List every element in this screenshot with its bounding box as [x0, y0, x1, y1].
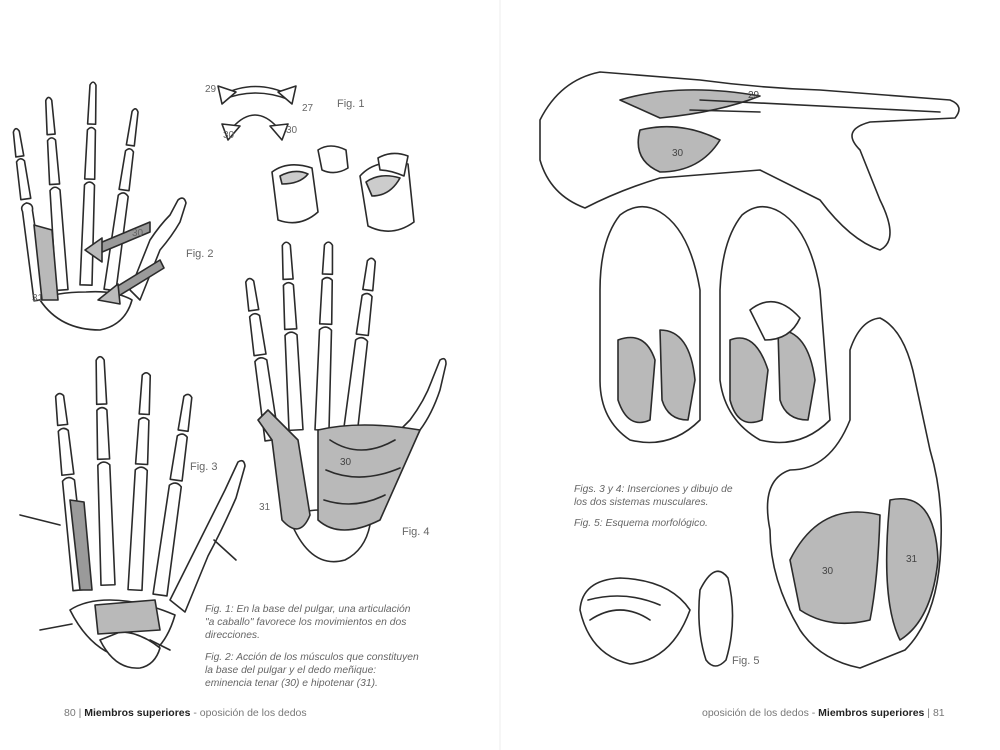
fig3-label: Fig. 3 — [190, 461, 218, 473]
right-footer-separator: | — [927, 707, 931, 719]
right-footer-section: Miembros superiores — [818, 707, 925, 719]
caption-fig1: Fig. 1: En la base del pulgar, una artic… — [205, 604, 411, 642]
fig1-saddle-joint — [217, 85, 415, 232]
fig4-label: Fig. 4 — [402, 526, 430, 538]
fig5-morphology-hand — [766, 317, 943, 669]
label-30-left-arrow: 30 — [223, 130, 235, 141]
left-footer-separator: | — [78, 707, 82, 719]
label-27: 27 — [302, 103, 314, 114]
right-footer: oposición de los dedos - Miembros superi… — [702, 707, 945, 719]
fig1-label: Fig. 1 — [337, 98, 365, 110]
label-30-right-top: 30 — [672, 148, 684, 159]
fig2-skeleton-hand — [12, 81, 187, 331]
fig4-palm-muscles — [719, 205, 831, 444]
label-30-fig2: 30 — [132, 228, 144, 239]
left-footer-subsection: - oposición de los dedos — [193, 707, 307, 719]
left-captions: Fig. 1: En la base del pulgar, una artic… — [205, 603, 420, 698]
caption-figs3-4: Figs. 3 y 4: Inserciones y dibujo de los… — [574, 484, 733, 509]
left-page-number: 80 — [64, 707, 76, 719]
label-31-fig4: 31 — [259, 502, 271, 513]
page-gutter — [499, 0, 501, 750]
fig5-label: Fig. 5 — [732, 655, 760, 667]
fig2-label: Fig. 2 — [186, 248, 214, 260]
fig4-skeleton-hand-muscles — [244, 241, 447, 563]
label-30-right-arrow: 30 — [286, 125, 298, 136]
caption-fig2: Fig. 2: Acción de los músculos que const… — [205, 651, 419, 690]
label-29-right: 29 — [748, 90, 760, 101]
label-31-fig2: 31 — [32, 293, 44, 304]
right-captions: Figs. 3 y 4: Inserciones y dibujo de los… — [574, 483, 739, 539]
left-footer-section: Miembros superiores — [84, 707, 191, 719]
caption-fig5: Fig. 5: Esquema morfológico. — [574, 518, 708, 530]
fig-forearm-profile — [539, 71, 960, 251]
fig3-skeleton-hand — [19, 355, 246, 669]
right-page-number: 81 — [932, 707, 945, 719]
label-30-right-fig5: 30 — [822, 566, 834, 577]
fig5-egg-shapes — [579, 570, 734, 667]
label-31-right-fig5: 31 — [906, 554, 918, 565]
left-footer: 80 | Miembros superiores - oposición de … — [64, 707, 307, 719]
right-footer-subsection: oposición de los dedos - — [702, 707, 816, 719]
fig3-palm-muscles — [599, 205, 701, 444]
label-29: 29 — [205, 84, 217, 95]
label-30-fig4: 30 — [340, 457, 352, 468]
